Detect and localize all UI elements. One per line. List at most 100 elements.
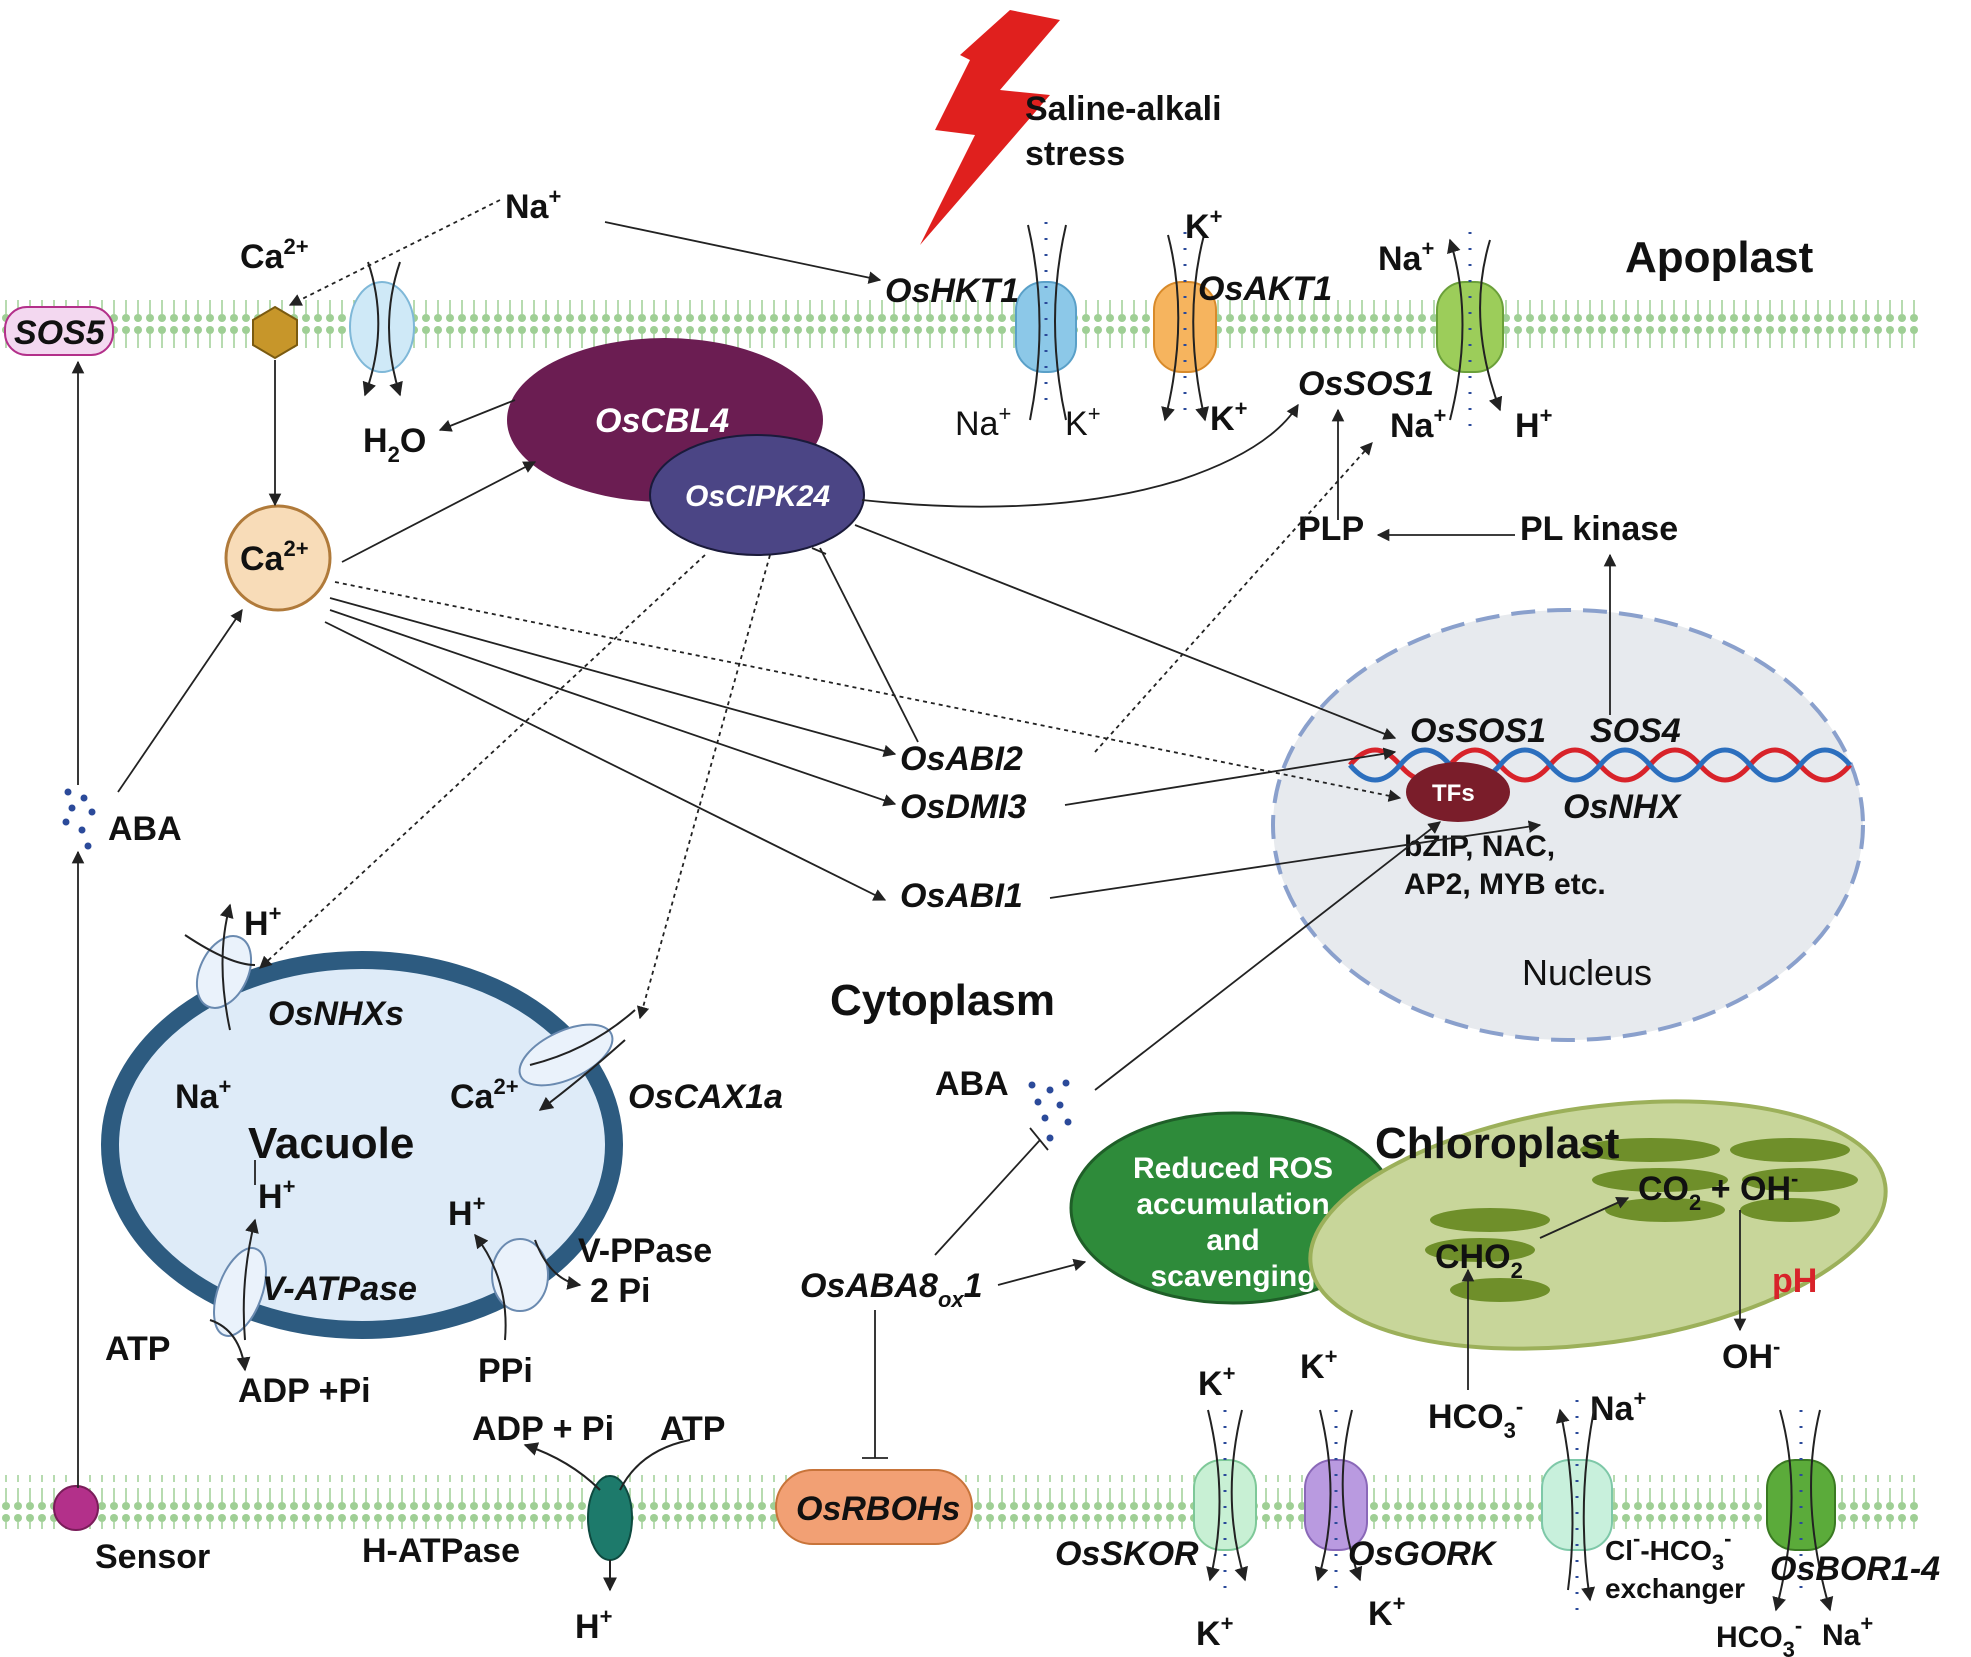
hkt1-channel [1015, 281, 1077, 373]
sensor-label: Sensor [95, 1538, 210, 1576]
tf-list-2: AP2, MYB etc. [1404, 868, 1606, 901]
sos1-channel [1436, 281, 1504, 373]
nhxs-transporter [195, 935, 253, 1009]
cytoplasm-label: Cytoplasm [830, 976, 1055, 1025]
vppase-transporter [491, 1238, 549, 1312]
skor-label: OsSKOR [1055, 1535, 1199, 1573]
akt1-k-top: K+ [1185, 204, 1222, 246]
vacuole-label: Vacuole [248, 1119, 414, 1168]
gork-k-bottom: K+ [1368, 1591, 1405, 1633]
ros-line-3: and [1206, 1224, 1259, 1257]
plasma-membrane-top [0, 300, 1920, 354]
abi2-label: OsABI2 [900, 740, 1023, 778]
apoplast-label: Apoplast [1625, 233, 1814, 282]
hatpase-pump [587, 1475, 633, 1561]
top-na-label: Na+ [505, 184, 561, 226]
bor-channel [1766, 1459, 1836, 1551]
bor-label: OsBOR1-4 [1770, 1550, 1940, 1588]
sos1-label: OsSOS1 [1298, 365, 1434, 403]
tfs-ellipse [1406, 762, 1510, 822]
vatpase-label: V-ATPase [262, 1270, 417, 1308]
sos5-box [4, 306, 114, 356]
gork-label: OsGORK [1348, 1535, 1498, 1573]
nucleus [1271, 608, 1865, 1042]
skor-k-bottom: K+ [1196, 1611, 1233, 1653]
connector-arrows [71, 199, 1747, 1488]
hatpase-h-label: H+ [575, 1604, 612, 1646]
ph-label: pH [1772, 1262, 1817, 1300]
sos1-h-in: H+ [1515, 403, 1552, 445]
sos5-label: SOS5 [14, 314, 106, 352]
vppase-h-label: H+ [448, 1191, 485, 1233]
vppase-label: V-PPase [578, 1232, 712, 1270]
tfs-label: TFs [1432, 780, 1475, 807]
vacuole-adp-label: ADP +Pi [238, 1372, 371, 1410]
cytosolic-ca-label: Ca2+ [240, 536, 309, 578]
vacuole-ca-label: Ca2+ [450, 1074, 519, 1116]
stress-line-1: Saline-alkali [1025, 90, 1222, 128]
tf-list-1: bZIP, NAC, [1404, 830, 1555, 863]
aba-left-label: ABA [108, 810, 182, 848]
cax1a-label: OsCAX1a [628, 1078, 783, 1116]
hatpase-label: H-ATPase [362, 1532, 520, 1570]
oh-label: OH- [1722, 1334, 1780, 1376]
dmi3-label: OsDMI3 [900, 788, 1027, 826]
aba-center-label: ABA [935, 1065, 1009, 1103]
top-ca-label: Ca2+ [240, 234, 309, 276]
nucleus-sos1-label: OsSOS1 [1410, 712, 1546, 750]
aba8ox1-label: OsABA8ox1 [800, 1267, 983, 1312]
aquaporin-channel [349, 281, 415, 373]
rbohs-box [775, 1469, 973, 1545]
skor-k-top: K+ [1198, 1361, 1235, 1403]
ros-line-1: Reduced ROS [1133, 1152, 1333, 1185]
stress-line-2: stress [1025, 135, 1125, 173]
sos1-na-top: Na+ [1378, 236, 1434, 278]
cbl4-label: OsCBL4 [595, 402, 729, 440]
exchanger-label-2: exchanger [1605, 1573, 1745, 1604]
ca-channel-hexagon [252, 305, 298, 360]
dna-strand-blue [1348, 747, 1852, 783]
ros-line-2: accumulation [1136, 1188, 1329, 1221]
lightning-bolt-icon [920, 10, 1060, 245]
aba-dots-center [1028, 1079, 1072, 1142]
sensor-circle [53, 1485, 99, 1531]
chloroplast-label: Chloroplast [1375, 1119, 1620, 1168]
bor-hco3-label: HCO3- [1716, 1613, 1802, 1657]
nhxs-label: OsNHXs [268, 995, 404, 1033]
thylakoid-stacks [1425, 1138, 1858, 1302]
plp-label: PLP [1298, 510, 1364, 548]
rbohs-label: OsRBOHs [796, 1490, 960, 1528]
sos4-label: SOS4 [1590, 712, 1681, 750]
akt1-label: OsAKT1 [1198, 270, 1332, 308]
ppi-label: PPi [478, 1352, 533, 1390]
vatpase-transporter [213, 1247, 267, 1337]
exchanger-hco3-label: HCO3- [1428, 1394, 1523, 1443]
sos1-na-in: Na+ [1390, 403, 1446, 445]
chloroplast [1308, 1099, 1888, 1351]
hatpase-adp-label: ADP + Pi [472, 1410, 614, 1448]
nhxs-h-label: H+ [244, 901, 281, 943]
bor-na-label: Na+ [1822, 1611, 1873, 1652]
pl-kinase-label: PL kinase [1520, 510, 1678, 548]
cipk24-ellipse [649, 434, 865, 556]
exchanger-label-1: Cl--HCO3- [1605, 1526, 1731, 1575]
hkt1-label: OsHKT1 [885, 272, 1019, 310]
gork-k-top: K+ [1300, 1344, 1337, 1386]
abi1-label: OsABI1 [900, 877, 1023, 915]
ros-line-4: scavenging [1150, 1260, 1315, 1293]
co2-label: CO2 + OH- [1638, 1166, 1798, 1215]
akt1-k-out: K+ [1210, 396, 1247, 438]
cipk24-label: OsCIPK24 [685, 480, 830, 513]
exchanger-channel [1541, 1459, 1613, 1551]
aba-dots-left [62, 788, 96, 850]
hatpase-atp-label: ATP [660, 1410, 725, 1448]
nucleus-label: Nucleus [1522, 952, 1652, 993]
vacuole-atp-label: ATP [105, 1330, 170, 1368]
two-pi-label: 2 Pi [590, 1272, 650, 1310]
exchanger-na-label: Na+ [1590, 1386, 1646, 1428]
h2o-label: H2O [363, 422, 426, 467]
nhx-label: OsNHX [1563, 788, 1682, 826]
vatpase-h-label: H+ [258, 1174, 295, 1216]
vacuole-na-label: Na+ [175, 1074, 231, 1116]
